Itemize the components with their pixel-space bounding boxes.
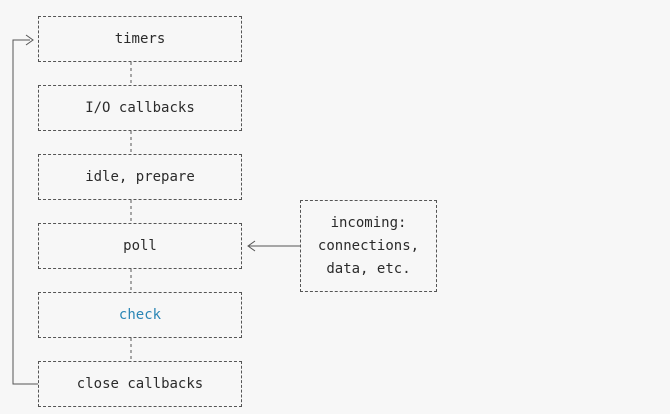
phase-poll-label: poll xyxy=(123,237,157,254)
phase-idle-prepare: idle, prepare xyxy=(38,154,242,200)
incoming-arrow-head xyxy=(247,240,256,252)
incoming-box: incoming: connections, data, etc. xyxy=(300,200,437,292)
loop-arrow-head xyxy=(25,34,34,46)
phase-io-callbacks-label: I/O callbacks xyxy=(85,99,195,116)
phase-timers: timers xyxy=(38,16,242,62)
phase-check-link[interactable]: check xyxy=(118,306,162,323)
phase-close-callbacks-label: close callbacks xyxy=(76,375,204,392)
phase-io-callbacks: I/O callbacks xyxy=(38,85,242,131)
phase-poll: poll xyxy=(38,223,242,269)
phase-idle-prepare-label: idle, prepare xyxy=(85,168,195,185)
incoming-line-1: incoming: xyxy=(330,214,407,231)
phase-timers-label: timers xyxy=(114,30,166,47)
incoming-line-2: connections, xyxy=(317,237,420,254)
phase-close-callbacks: close callbacks xyxy=(38,361,242,407)
phase-check: check xyxy=(38,292,242,338)
loop-back-line xyxy=(12,39,38,385)
incoming-line-3: data, etc. xyxy=(326,260,411,277)
